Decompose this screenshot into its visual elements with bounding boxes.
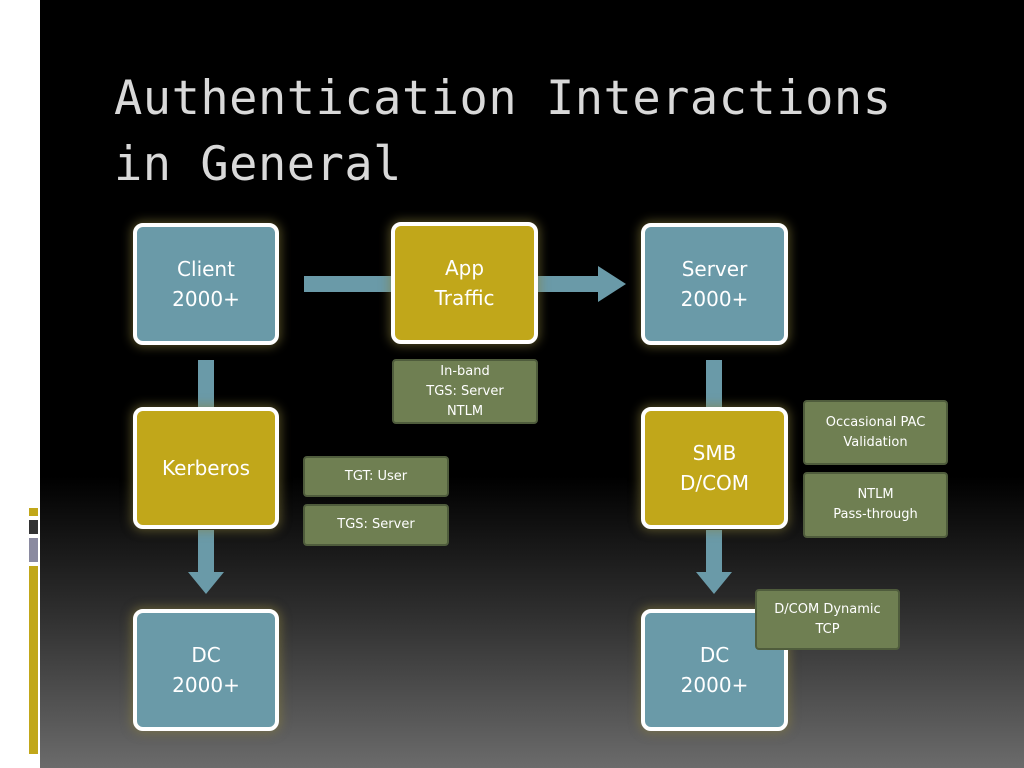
kerberos-box-line-1: Kerberos — [161, 456, 251, 480]
note-dcom-dynamic-tcp: D/COM Dynamic TCP — [755, 589, 900, 650]
slide-title: Authentication Interactions in General — [114, 66, 994, 198]
note-pac-validation-line-1: Occasional PAC — [825, 414, 926, 430]
server-box-line-1: Server — [681, 257, 748, 281]
note-dcom-dynamic-tcp-line-2: TCP — [815, 621, 840, 637]
note-tgs-server-line-1: TGS: Server — [337, 517, 415, 532]
dc-left-box-line-1: DC — [191, 643, 221, 667]
client-box: Client 2000+ — [133, 223, 279, 345]
note-ntlm-pass-through-line-2: Pass-through — [833, 507, 918, 522]
note-pac-validation: Occasional PAC Validation — [803, 400, 948, 465]
slide-title-line-1: Authentication Interactions — [114, 71, 892, 126]
slide-title-line-2: in General — [114, 137, 402, 192]
arrow-kerberos-to-dc — [188, 530, 224, 594]
strip-accent-gold-top — [29, 508, 38, 516]
server-box: Server 2000+ — [641, 223, 788, 345]
smb-dcom-box: SMB D/COM — [641, 407, 788, 529]
smb-dcom-box-line-2: D/COM — [679, 471, 750, 495]
note-ntlm-pass-through-line-1: NTLM — [857, 487, 894, 502]
dc-right-box-line-2: 2000+ — [680, 673, 749, 697]
arrow-server-to-smb — [706, 360, 722, 410]
arrow-client-to-app — [304, 276, 394, 292]
client-box-line-2: 2000+ — [172, 287, 240, 311]
note-tgs-server: TGS: Server — [303, 504, 449, 546]
dc-left-box-line-2: 2000+ — [172, 673, 240, 697]
note-ntlm-pass-through: NTLM Pass-through — [803, 472, 948, 538]
smb-dcom-box-line-1: SMB — [692, 441, 737, 465]
client-box-line-1: Client — [177, 257, 235, 281]
note-dcom-dynamic-tcp-line-1: D/COM Dynamic — [774, 601, 881, 617]
arrow-app-to-server — [536, 266, 626, 302]
dc-left-box: DC 2000+ — [133, 609, 279, 731]
arrow-smb-to-dc — [696, 530, 732, 594]
arrow-client-to-kerberos — [198, 360, 214, 410]
strip-accent-gray — [29, 538, 38, 562]
dc-right-box-line-1: DC — [699, 643, 730, 667]
note-inband-line-1: In-band — [440, 363, 490, 379]
strip-accent-dark — [29, 520, 38, 534]
note-inband-line-2: TGS: Server — [426, 383, 504, 399]
kerberos-box: Kerberos — [133, 407, 279, 529]
strip-accent-gold-long — [29, 566, 38, 754]
app-traffic-box-line-1: App — [444, 256, 485, 280]
app-traffic-box-line-2: Traffic — [434, 286, 495, 310]
note-pac-validation-line-2: Validation — [843, 434, 908, 450]
server-box-line-2: 2000+ — [680, 287, 749, 311]
note-tgt-user: TGT: User — [303, 456, 449, 497]
note-inband: In-band TGS: Server NTLM — [392, 359, 538, 424]
note-inband-line-3: NTLM — [446, 403, 484, 419]
note-tgt-user-line-1: TGT: User — [344, 468, 408, 484]
app-traffic-box: App Traffic — [391, 222, 538, 344]
